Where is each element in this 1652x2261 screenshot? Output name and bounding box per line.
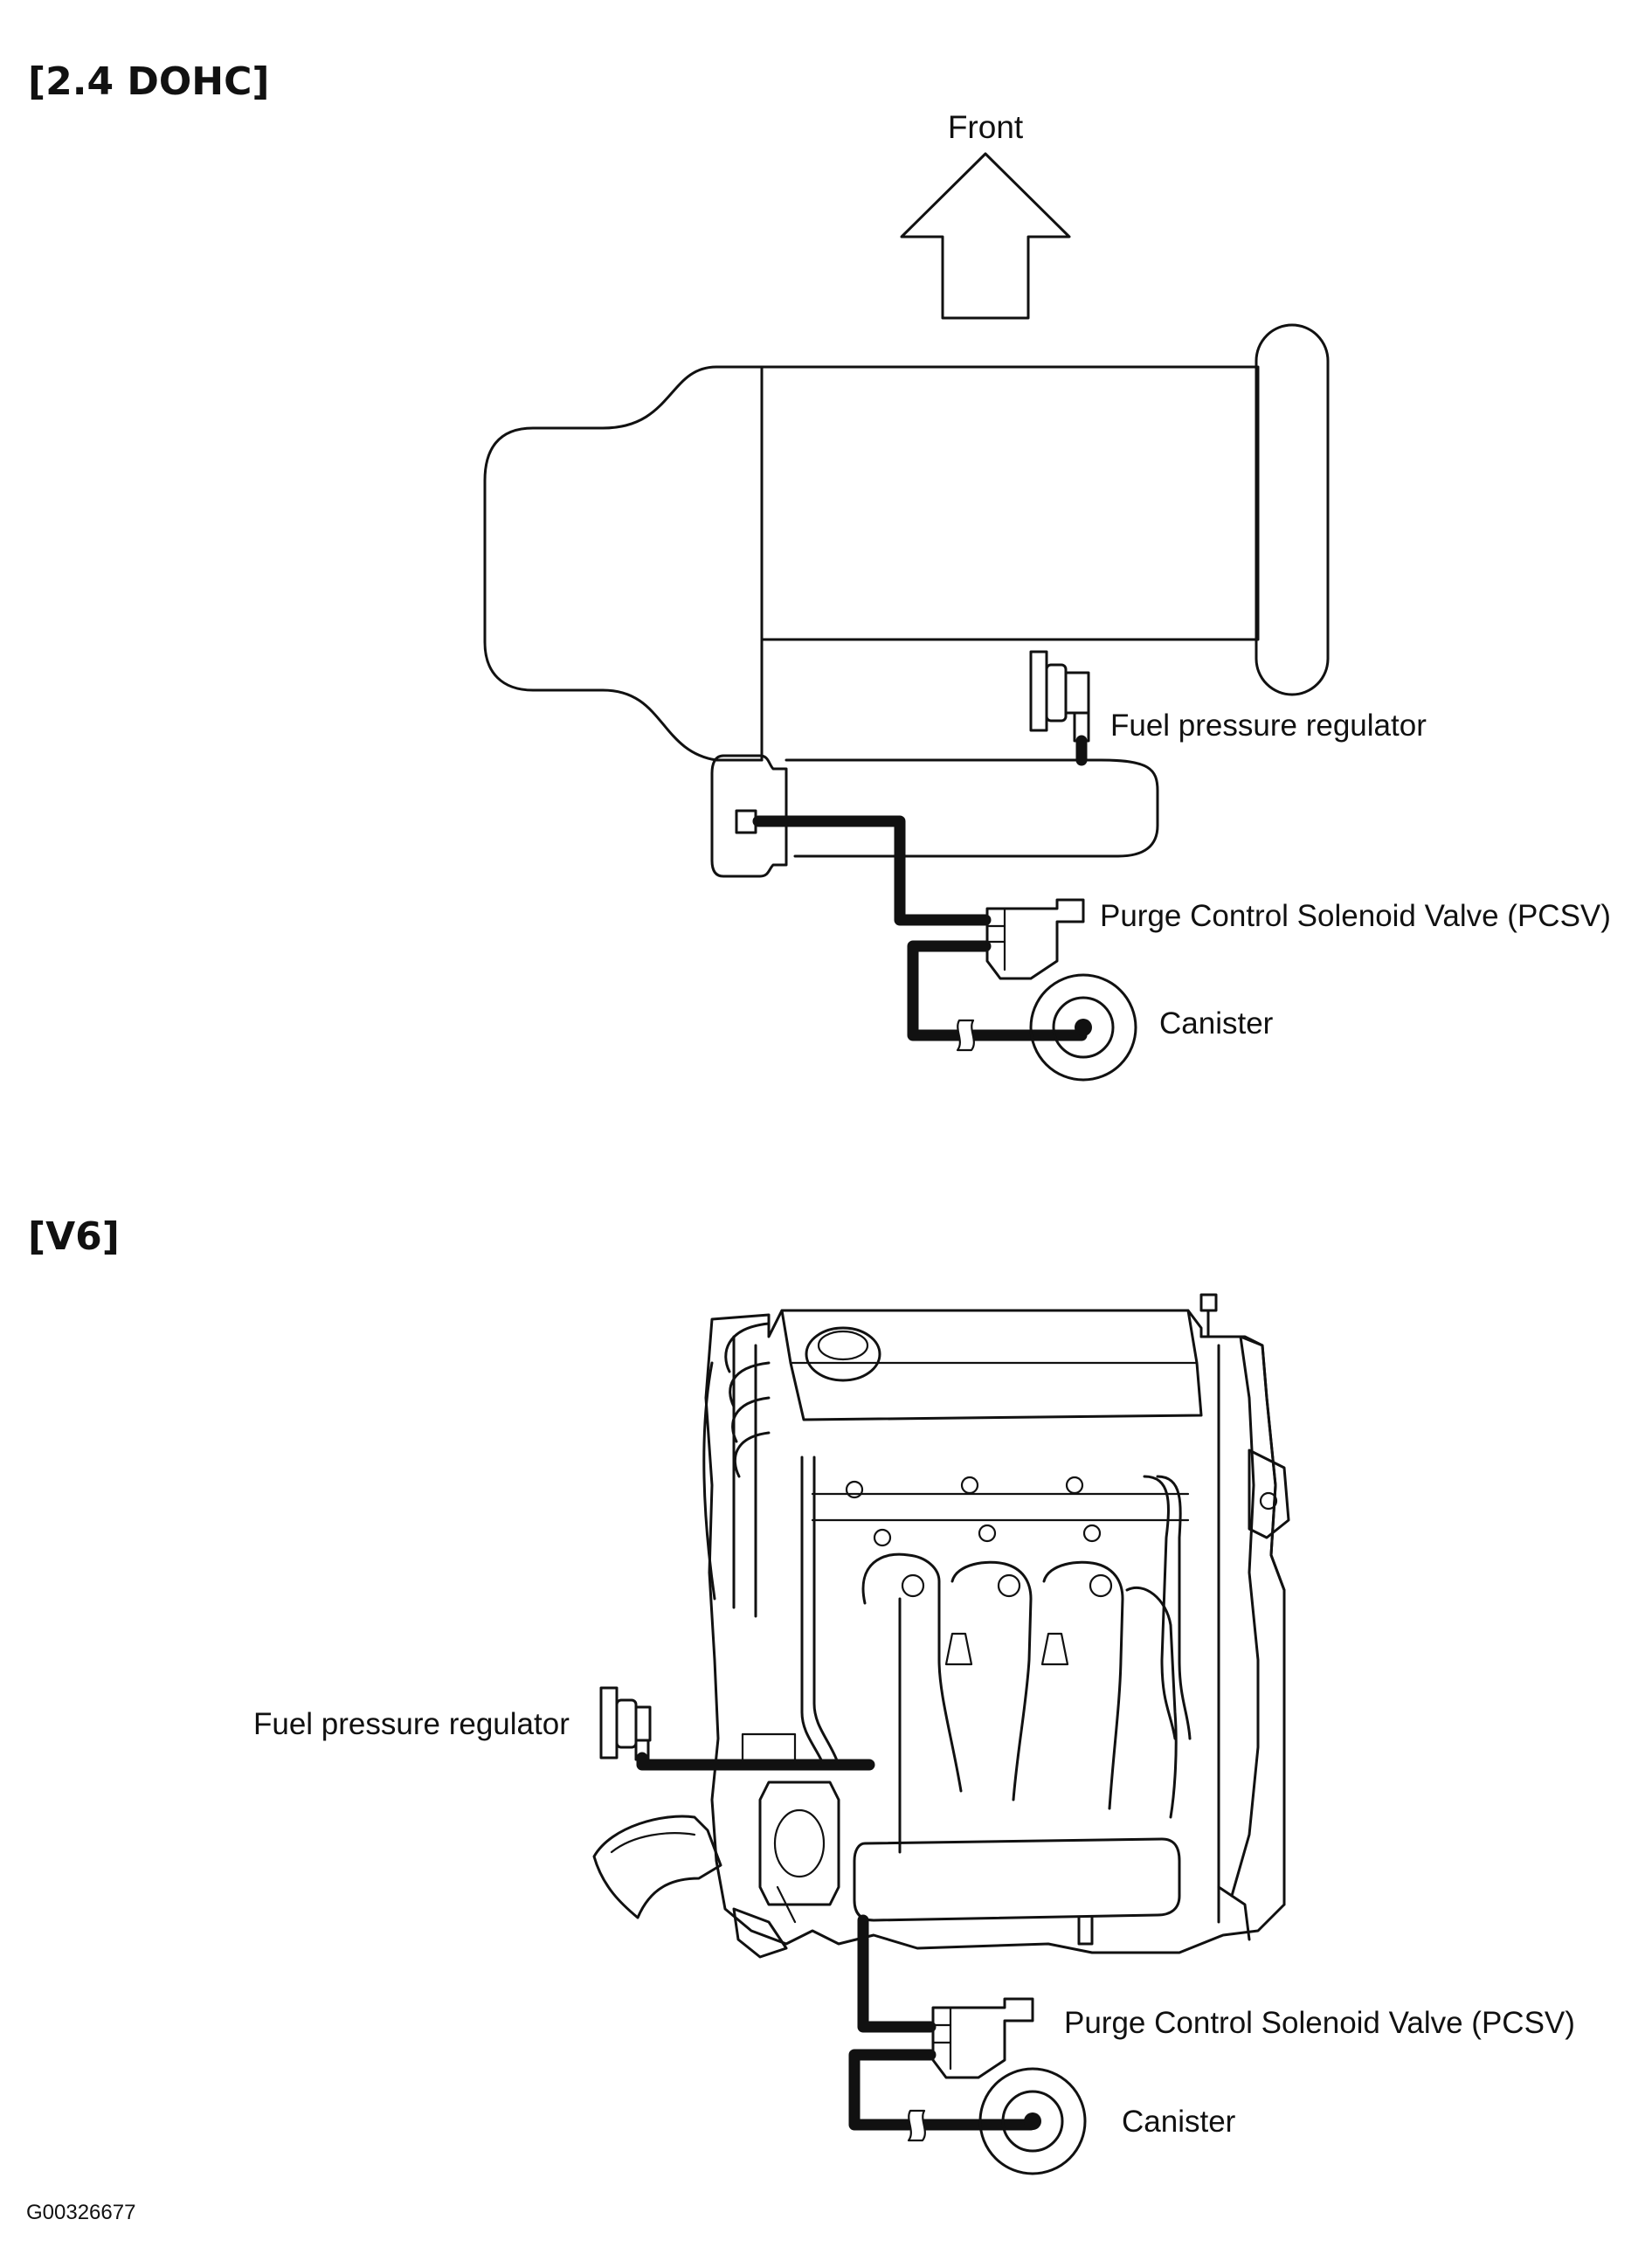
engine-illustration-v6: [592, 1293, 1290, 1959]
engine-outline-dohc: [483, 323, 1330, 878]
front-arrow-icon: [900, 152, 1071, 320]
pcsv-label-v6: Purge Control Solenoid Valve (PCSV): [1064, 2006, 1575, 2040]
pcsv-dohc: [985, 898, 1085, 980]
fuel-pressure-regulator-label-dohc: Fuel pressure regulator: [1110, 709, 1427, 743]
figure-id: G00326677: [26, 2201, 135, 2224]
hose-break-mark-dohc: [956, 1019, 975, 1052]
canister-label-dohc: Canister: [1159, 1006, 1274, 1041]
vacuum-hose-dohc: [752, 735, 1088, 1041]
fuel-pressure-regulator-label-v6: Fuel pressure regulator: [253, 1707, 570, 1741]
canister-dohc: [1029, 973, 1137, 1082]
pcsv-v6: [931, 1997, 1034, 2079]
vacuum-hose-v6: [636, 1752, 1037, 2131]
canister-label-v6: Canister: [1122, 2105, 1236, 2139]
section-heading-dohc: [2.4 DOHC]: [28, 59, 270, 104]
hose-break-mark-v6: [907, 2109, 926, 2142]
section-heading-v6: [V6]: [28, 1214, 120, 1259]
front-label: Front: [948, 109, 1024, 145]
fuel-pressure-regulator-v6: [599, 1686, 652, 1761]
fuel-pressure-regulator-dohc: [1029, 650, 1090, 743]
canister-v6: [978, 2067, 1087, 2175]
pcsv-label-dohc: Purge Control Solenoid Valve (PCSV): [1100, 899, 1611, 933]
